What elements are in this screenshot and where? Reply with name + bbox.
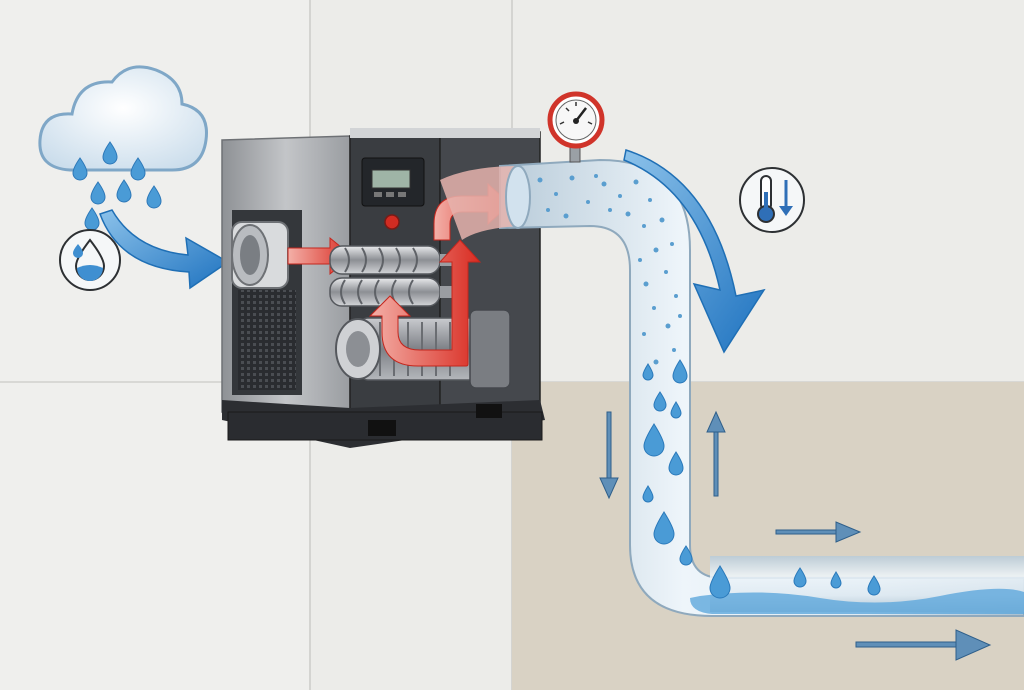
right-arrow-upper xyxy=(775,521,862,543)
rain-cloud-icon xyxy=(38,65,208,231)
air-intake-port xyxy=(231,221,289,289)
electric-motor xyxy=(335,309,511,389)
pressure-gauge-icon xyxy=(547,91,605,163)
control-panel xyxy=(361,157,425,230)
cooling-grill xyxy=(238,290,296,390)
condensate-droplets xyxy=(642,359,881,599)
humidity-drop-icon xyxy=(59,229,121,291)
thermometer-temperature-drop-icon xyxy=(739,167,805,233)
cooling-flow-arrow xyxy=(623,149,766,354)
flow-direction-arrows xyxy=(599,410,992,661)
up-arrow-right xyxy=(706,410,726,497)
panel-display xyxy=(371,169,411,189)
emergency-stop-button xyxy=(384,214,400,230)
intake-air-arrow xyxy=(99,209,230,290)
pooled-condensate xyxy=(690,588,1024,614)
down-arrow-left xyxy=(599,411,619,500)
right-arrow-lower xyxy=(855,629,992,661)
screw-rotors xyxy=(329,245,462,307)
water-vapor-particles xyxy=(537,174,682,365)
air-pipe xyxy=(440,158,1024,617)
